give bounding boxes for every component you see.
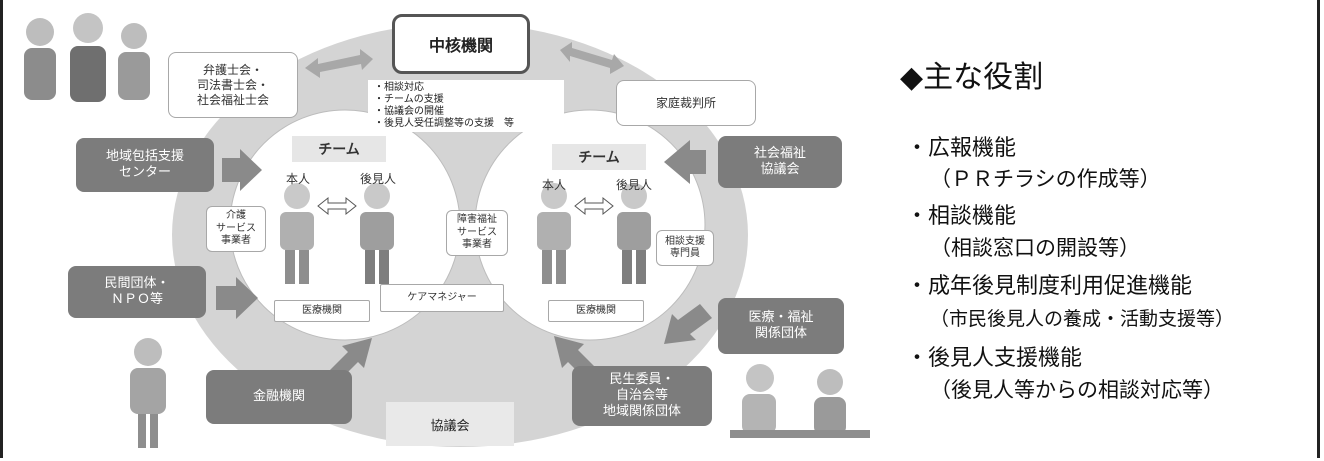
council-label: 協議会 bbox=[430, 418, 470, 434]
person-figure-left-1 bbox=[280, 183, 314, 284]
role-item-detail: （市民後見人の養成・活動支援等） bbox=[930, 308, 1235, 330]
core-task: ・相談対応 bbox=[374, 82, 424, 93]
lawyers-association-box: 弁護士会・ 司法書士会・ 社会福祉士会 bbox=[168, 52, 298, 118]
consultant-label: 相談支援 専門員 bbox=[665, 235, 705, 260]
person-label-left: 本人 bbox=[286, 172, 311, 186]
core-task: ・チームの支援 bbox=[374, 94, 444, 105]
team-label-text: チーム bbox=[318, 142, 360, 158]
arrow-from-social-council bbox=[664, 140, 706, 184]
finance-box: 金融機関 bbox=[206, 370, 352, 424]
person-figure-right-2 bbox=[617, 183, 651, 284]
role-item-name: ・相談機能 bbox=[906, 204, 1017, 229]
arrow-from-medical-welfare bbox=[664, 304, 712, 344]
medical-institution-right-box: 医療機関 bbox=[548, 300, 644, 322]
role-item-detail: （相談窓口の開設等） bbox=[930, 236, 1140, 260]
npo-label: 民間団体・ ＮＰＯ等 bbox=[104, 275, 170, 307]
roles-title: ◆主な役割 bbox=[900, 60, 1044, 95]
community-center-box: 地域包括支援 センター bbox=[76, 138, 214, 192]
woman-illustration bbox=[130, 338, 166, 448]
consultation-illustration bbox=[730, 364, 870, 438]
team-label-left: チーム bbox=[292, 136, 386, 162]
medical-institution-left-box: 医療機関 bbox=[274, 300, 370, 322]
council-box: 協議会 bbox=[386, 402, 514, 446]
person-label-right: 本人 bbox=[542, 178, 567, 192]
family-court-label: 家庭裁判所 bbox=[655, 95, 716, 110]
team-label-text: チーム bbox=[578, 150, 620, 166]
exchange-arrow-left bbox=[317, 196, 357, 216]
local-groups-box: 民生委員・ 自治会等 地域関係団体 bbox=[572, 366, 712, 426]
medical-welfare-box: 医療・福祉 関係団体 bbox=[718, 298, 844, 354]
role-item-name: ・後見人支援機能 bbox=[906, 346, 1083, 371]
core-task: ・協議会の開催 bbox=[374, 106, 444, 117]
exchange-arrow-right bbox=[574, 196, 614, 216]
social-welfare-council-label: 社会福祉 協議会 bbox=[753, 145, 806, 177]
role-item-name: ・広報機能 bbox=[906, 136, 1017, 161]
care-service-label: 介護 サービス 事業者 bbox=[216, 210, 256, 247]
community-center-label: 地域包括支援 センター bbox=[105, 148, 184, 180]
arrow-from-finance bbox=[330, 338, 372, 380]
core-institution-label: 中核機関 bbox=[428, 36, 493, 55]
core-task: ・後見人受任調整等の支援 等 bbox=[374, 118, 514, 129]
finance-label: 金融機関 bbox=[252, 388, 305, 404]
core-tasks-box: ・相談対応 ・チームの支援 ・協議会の開催 ・後見人受任調整等の支援 等 bbox=[368, 80, 564, 132]
disability-service-box: 障害福祉 サービス 事業者 bbox=[446, 210, 508, 256]
double-arrow-right bbox=[560, 42, 624, 74]
arrow-from-npo bbox=[216, 277, 258, 319]
medical-institution-left-label: 医療機関 bbox=[302, 304, 342, 316]
core-institution-box: 中核機関 bbox=[392, 14, 530, 74]
local-groups-label: 民生委員・ 自治会等 地域関係団体 bbox=[602, 371, 681, 420]
consultant-box: 相談支援 専門員 bbox=[656, 230, 714, 266]
person-figure-right-1 bbox=[537, 183, 571, 284]
disability-service-label: 障害福祉 サービス 事業者 bbox=[457, 214, 497, 251]
care-service-box: 介護 サービス 事業者 bbox=[206, 206, 266, 252]
medical-institution-right-label: 医療機関 bbox=[576, 304, 616, 316]
role-item-name: ・成年後見制度利用促進機能 bbox=[906, 274, 1193, 299]
care-manager-label: ケアマネジャー bbox=[407, 291, 477, 303]
guardian-label-left: 後見人 bbox=[360, 172, 397, 186]
team-label-right: チーム bbox=[552, 144, 646, 170]
family-court-box: 家庭裁判所 bbox=[616, 80, 756, 126]
arrow-from-community-center bbox=[222, 149, 262, 191]
lawyers-association-label: 弁護士会・ 司法書士会・ 社会福祉士会 bbox=[196, 62, 269, 107]
double-arrow-left bbox=[305, 49, 373, 78]
care-manager-box: ケアマネジャー bbox=[380, 284, 504, 312]
social-welfare-council-box: 社会福祉 協議会 bbox=[718, 136, 842, 188]
npo-box: 民間団体・ ＮＰＯ等 bbox=[68, 266, 206, 318]
person-figure-left-2 bbox=[360, 183, 394, 284]
medical-welfare-label: 医療・福祉 関係団体 bbox=[748, 309, 814, 341]
guardian-label-right: 後見人 bbox=[616, 178, 653, 192]
professionals-illustration bbox=[24, 13, 150, 102]
role-item-detail: （後見人等からの相談対応等） bbox=[930, 378, 1224, 402]
role-item-detail: （ＰＲチラシの作成等） bbox=[930, 167, 1161, 191]
